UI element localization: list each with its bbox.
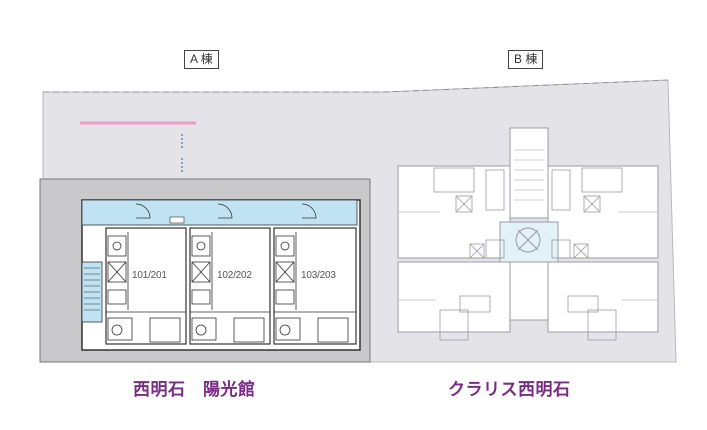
building-b-label: B 棟: [508, 50, 544, 69]
building-b-caption: クラリス西明石: [448, 380, 571, 399]
building-a-plan: [81, 199, 361, 351]
building-a-caption: 西明石 陽光館: [133, 380, 256, 399]
site-boundary-dash: [43, 79, 669, 93]
building-b-plan: [397, 127, 659, 341]
unit-label: 102/202: [216, 270, 253, 281]
unit-label: 101/201: [131, 270, 168, 281]
building-a-label: A 棟: [184, 50, 219, 69]
unit-label: 103/203: [300, 270, 337, 281]
unit-101: [105, 227, 187, 345]
unit-103: [273, 227, 357, 345]
unit-102: [189, 227, 271, 345]
